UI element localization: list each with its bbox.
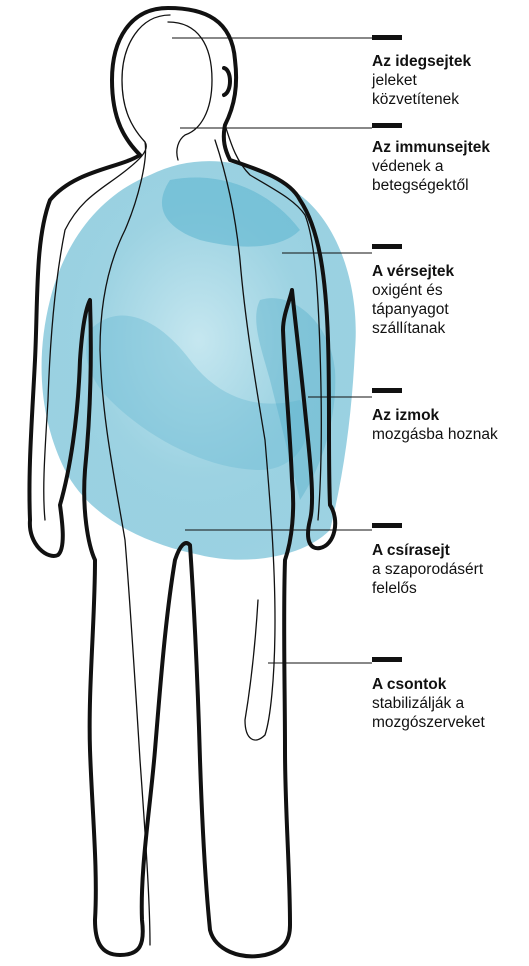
label-title: Az idegsejtek bbox=[372, 52, 471, 71]
marker-immune bbox=[372, 123, 402, 128]
label-muscles: Az izmok mozgásba hoznak bbox=[372, 406, 498, 444]
label-title: Az immunsejtek bbox=[372, 138, 490, 157]
label-desc: a szaporodásért felelős bbox=[372, 560, 483, 598]
label-germ-cell: A csírasejt a szaporodásért felelős bbox=[372, 541, 483, 598]
marker-bone bbox=[372, 657, 402, 662]
marker-nerve bbox=[372, 35, 402, 40]
marker-muscle bbox=[372, 388, 402, 393]
label-title: Az izmok bbox=[372, 406, 498, 425]
label-desc: védenek a betegségektől bbox=[372, 157, 490, 195]
label-desc: stabilizálják a mozgószerveket bbox=[372, 694, 485, 732]
label-title: A csírasejt bbox=[372, 541, 483, 560]
label-desc: mozgásba hoznak bbox=[372, 425, 498, 444]
label-bones: A csontok stabilizálják a mozgószerveket bbox=[372, 675, 485, 732]
label-title: A csontok bbox=[372, 675, 485, 694]
label-blood-cells: A vérsejtek oxigént és tápanyagot szállí… bbox=[372, 262, 454, 338]
marker-blood bbox=[372, 244, 402, 249]
label-immune-cells: Az immunsejtek védenek a betegségektől bbox=[372, 138, 490, 195]
label-nerve-cells: Az idegsejtek jeleket közvetítenek bbox=[372, 52, 471, 109]
label-desc: jeleket közvetítenek bbox=[372, 71, 471, 109]
label-desc: oxigént és tápanyagot szállítanak bbox=[372, 281, 454, 338]
marker-germ bbox=[372, 523, 402, 528]
label-title: A vérsejtek bbox=[372, 262, 454, 281]
